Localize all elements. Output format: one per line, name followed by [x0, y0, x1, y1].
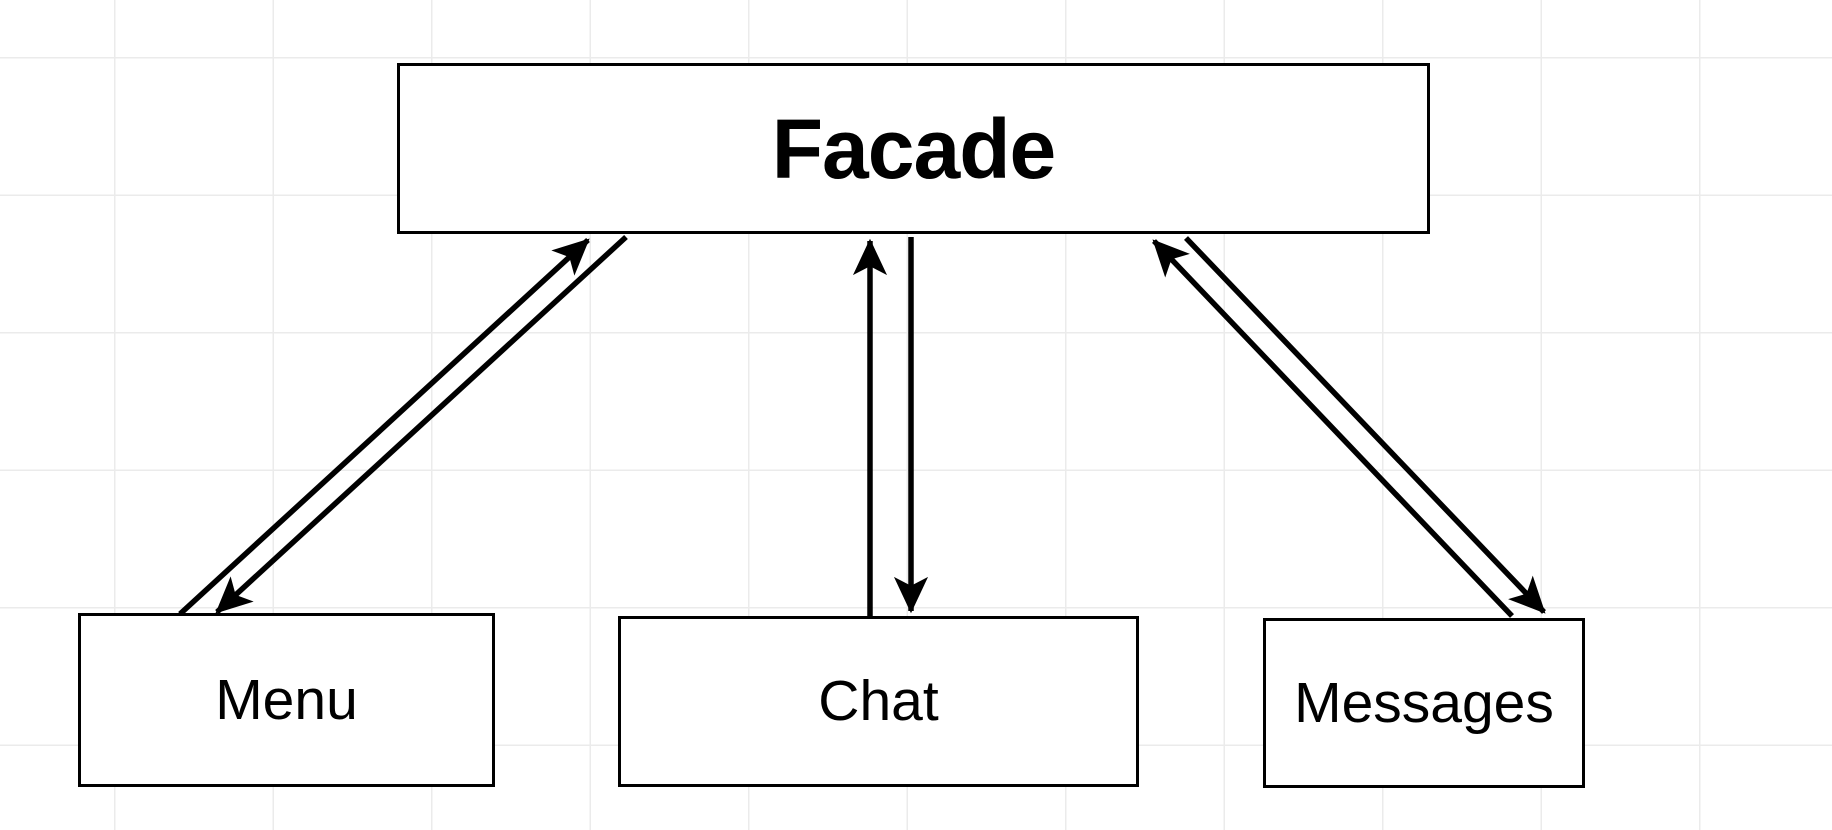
node-messages[interactable]: Messages [1263, 618, 1585, 788]
node-messages-label: Messages [1294, 670, 1554, 735]
node-chat[interactable]: Chat [618, 616, 1139, 787]
node-facade[interactable]: Facade [397, 63, 1430, 234]
node-chat-label: Chat [818, 669, 939, 733]
node-facade-label: Facade [771, 101, 1056, 196]
node-menu[interactable]: Menu [78, 613, 495, 787]
node-menu-label: Menu [215, 667, 358, 732]
